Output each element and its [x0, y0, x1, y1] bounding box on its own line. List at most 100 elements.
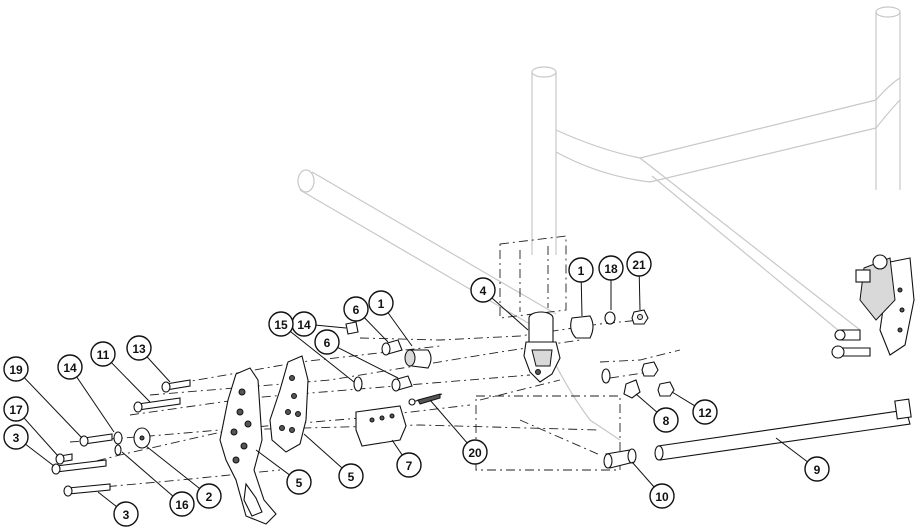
callout-leader-line: [290, 331, 355, 383]
callout-leader-line: [255, 449, 290, 476]
callout-leader-line: [363, 317, 389, 343]
callout-circle: [3, 396, 29, 422]
callout-number: 10: [655, 490, 669, 504]
callout-13: 13: [126, 335, 171, 383]
callout-circle: [57, 354, 83, 380]
part-13-bolt: [161, 379, 191, 393]
part-17-bolt: [55, 453, 73, 465]
callout-number: 7: [406, 459, 413, 473]
part-nut-upper: [641, 361, 659, 377]
callout-14: 14: [57, 354, 115, 433]
callout-leader-line: [580, 281, 583, 317]
callout-circle: [804, 456, 830, 482]
callout-5: 5: [303, 433, 364, 489]
part-10-bushing: [603, 448, 637, 469]
callout-circle: [626, 251, 652, 277]
callout-number: 14: [297, 318, 311, 332]
callout-3: 3: [97, 491, 139, 527]
callout-1: 1: [368, 290, 413, 347]
callout-7: 7: [391, 439, 422, 478]
part-8-washer-plate: [623, 379, 641, 399]
callout-leader-line: [429, 399, 468, 444]
callout-number: 2: [206, 490, 213, 504]
callout-leader-line: [635, 393, 658, 413]
callout-6: 6: [314, 329, 399, 379]
callout-circle: [113, 501, 139, 527]
callout-number: 6: [353, 303, 360, 317]
callout-21: 21: [626, 251, 652, 311]
callout-18: 18: [598, 255, 624, 310]
callout-circle: [368, 290, 394, 316]
callout-number: 4: [480, 284, 487, 298]
callout-number: 1: [578, 264, 585, 278]
part-3-bolt-upper: [51, 459, 107, 475]
callout-leader-line: [631, 461, 655, 488]
callout-11: 11: [90, 341, 151, 403]
callout-leader-line: [146, 356, 171, 383]
callout-10: 10: [631, 461, 675, 509]
callout-leader-line: [97, 491, 117, 507]
part-18-washer: [604, 311, 616, 325]
callout-circle: [692, 399, 718, 425]
callout-circle: [196, 483, 222, 509]
part-16-washer: [114, 444, 122, 456]
callout-circle: [598, 255, 624, 281]
callout-circle: [470, 277, 496, 303]
part-11-bolt: [133, 397, 181, 413]
callout-15: 15: [268, 311, 355, 383]
callout-number: 6: [324, 336, 331, 350]
part-1-cap-right: [570, 315, 594, 339]
callout-leader-line: [638, 275, 641, 311]
callout-number: 16: [175, 498, 189, 512]
callout-leader-line: [145, 445, 200, 489]
callout-1: 1: [568, 257, 594, 317]
part-21-nut: [631, 309, 649, 325]
part-6-bolt-lower: [391, 375, 413, 392]
callout-4: 4: [470, 277, 529, 331]
callout-circle: [169, 491, 195, 517]
callout-leader-line: [671, 391, 695, 407]
part-3-bolt-lower: [63, 483, 111, 497]
part-2-cam-disc: [133, 427, 151, 449]
callout-20: 20: [429, 399, 488, 465]
callout-number: 5: [348, 470, 355, 484]
callout-number: 15: [274, 318, 288, 332]
callout-leader-line: [387, 312, 413, 347]
callout-6: 6: [343, 296, 389, 343]
ghost-frame: [297, 6, 901, 441]
callout-number: 9: [814, 463, 821, 477]
callout-number: 18: [604, 262, 618, 276]
callout-circle: [268, 311, 294, 337]
callout-17: 17: [3, 396, 59, 457]
callout-number: 1: [378, 297, 385, 311]
callout-19: 19: [3, 356, 83, 439]
assembled-hanger-right: [831, 254, 915, 359]
callout-leader-line: [23, 417, 59, 457]
part-washer-mid: [601, 368, 611, 384]
callout-circle: [343, 296, 369, 322]
callout-leader-line: [315, 324, 347, 329]
callout-circle: [338, 463, 364, 489]
callout-circle: [653, 407, 679, 433]
callout-number: 3: [123, 508, 130, 522]
callout-3: 3: [3, 424, 55, 467]
callout-number: 5: [296, 476, 303, 490]
callout-number: 20: [468, 446, 482, 460]
part-7-clamp-plate: [355, 405, 407, 447]
callout-number: 8: [663, 414, 670, 428]
part-12-nut: [657, 381, 675, 397]
part-19-bolt: [79, 433, 113, 447]
part-1-cap-left: [404, 349, 432, 369]
callout-number: 17: [9, 403, 23, 417]
callout-leader-line: [775, 437, 808, 463]
callout-circle: [3, 356, 29, 382]
callout-circle: [90, 341, 116, 367]
callout-5: 5: [255, 449, 312, 495]
callout-leader-line: [23, 377, 83, 439]
callout-2: 2: [145, 445, 222, 509]
part-15-washer: [353, 376, 363, 392]
callout-circle: [649, 483, 675, 509]
part-20-screw: [408, 393, 443, 406]
callout-leader-line: [303, 433, 343, 469]
